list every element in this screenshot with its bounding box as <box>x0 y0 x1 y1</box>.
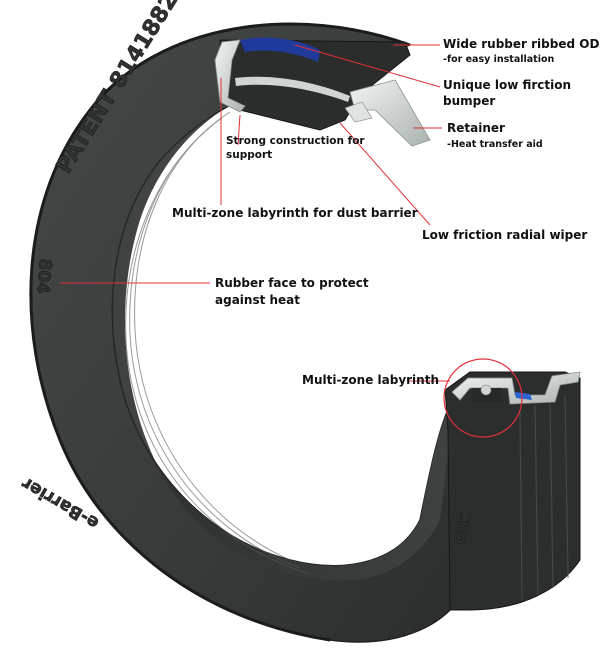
callout-line-strong <box>237 114 241 146</box>
label-multi-zone-dust: Multi-zone labyrinth for dust barrier <box>172 206 418 220</box>
inner-grooves <box>125 111 311 575</box>
seal-outer-edge <box>29 22 411 642</box>
bottom-blue-rib <box>515 392 532 400</box>
callout-line-bumper <box>294 44 441 88</box>
bottom-section-rubber <box>444 371 581 611</box>
seal-inner-face <box>112 100 455 581</box>
label-strong-construction-line2: support <box>226 149 273 161</box>
labyrinth-lip <box>480 384 492 396</box>
label-low-friction-bumper: Unique low firction <box>443 78 572 92</box>
callout-lines <box>60 44 450 382</box>
part-number-emboss: 804 <box>32 258 55 295</box>
bottom-grooves <box>519 394 569 601</box>
label-wide-rubber-od-sub: -for easy installation <box>443 54 555 65</box>
label-rubber-face: Rubber face to protect <box>215 276 369 290</box>
callout-line-wiper <box>339 122 431 226</box>
blue-rib-icon <box>240 37 320 62</box>
label-strong-construction: Strong construction for <box>226 135 365 147</box>
label-radial-wiper: Low friction radial wiper <box>422 228 588 242</box>
label-rubber-face-line2: against heat <box>215 293 301 307</box>
label-multi-zone: Multi-zone labyrinth <box>302 373 439 387</box>
label-retainer: Retainer <box>447 121 505 135</box>
metal-retainer-top <box>214 39 246 113</box>
inner-metal-band <box>235 76 350 102</box>
top-cross-section <box>214 37 431 147</box>
label-wide-rubber-od: Wide rubber ribbed OD <box>443 37 600 51</box>
label-retainer-sub: -Heat transfer aid <box>447 139 543 150</box>
bottom-cross-section <box>443 358 581 611</box>
highlight-circle <box>443 358 523 438</box>
label-low-friction-bumper-line2: bumper <box>443 94 496 108</box>
bumper-lip <box>344 101 373 123</box>
